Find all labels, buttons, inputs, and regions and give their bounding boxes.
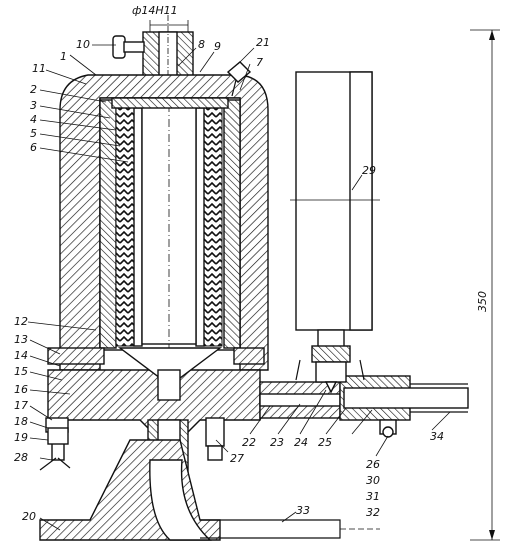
part-label: 34 [430,430,444,443]
part-label: 13 [14,333,28,346]
part-label: 17 [14,399,28,412]
valve-21 [226,61,252,97]
part-label: 6 [30,141,37,154]
part-label: 2 [30,83,37,96]
part-label: 22 [242,436,256,449]
gauge [290,71,380,394]
part-label: 9 [214,40,221,53]
side-pipe [259,375,469,438]
leader-lines [27,44,451,531]
part-label: 25 [318,436,332,449]
part-label: 12 [14,315,28,328]
part-label: 14 [14,349,28,362]
outlet-pipe [200,519,380,539]
part-label: 19 [14,431,28,444]
part-label: 10 [76,38,90,51]
part-label: 18 [14,415,28,428]
part-label: 7 [256,56,263,69]
part-label: 20 [22,510,36,523]
part-label: 23 [270,436,284,449]
heater-assembly [99,97,241,470]
part-label: 15 [14,365,28,378]
stand [39,439,221,541]
part-labels: 10 1 8 9 21 7 11 2 3 4 5 6 29 12 13 14 1… [14,36,444,523]
height-dimension [470,29,500,541]
part-label: 11 [32,62,46,75]
dimension-top-text: ф14Н11 [132,4,178,17]
side-bolts [39,417,225,471]
part-label: 30 [366,474,380,487]
part-label: 1 [60,50,67,63]
part-label: 31 [366,490,380,503]
part-label: 21 [256,36,270,49]
part-label: 4 [30,113,37,126]
part-label: 3 [30,99,37,112]
part-label: 33 [296,504,310,517]
part-label: 26 [366,458,380,471]
part-label: 28 [14,451,28,464]
dimension-labels: ф14Н11 350 [132,4,489,312]
part-label: 32 [366,506,380,519]
part-label: 29 [362,164,376,177]
part-label: 24 [294,436,308,449]
part-label: 16 [14,383,28,396]
part-label: 5 [30,127,37,140]
part-label: 27 [230,452,244,465]
dimension-height-text: 350 [476,291,489,312]
part-label: 8 [198,38,205,51]
